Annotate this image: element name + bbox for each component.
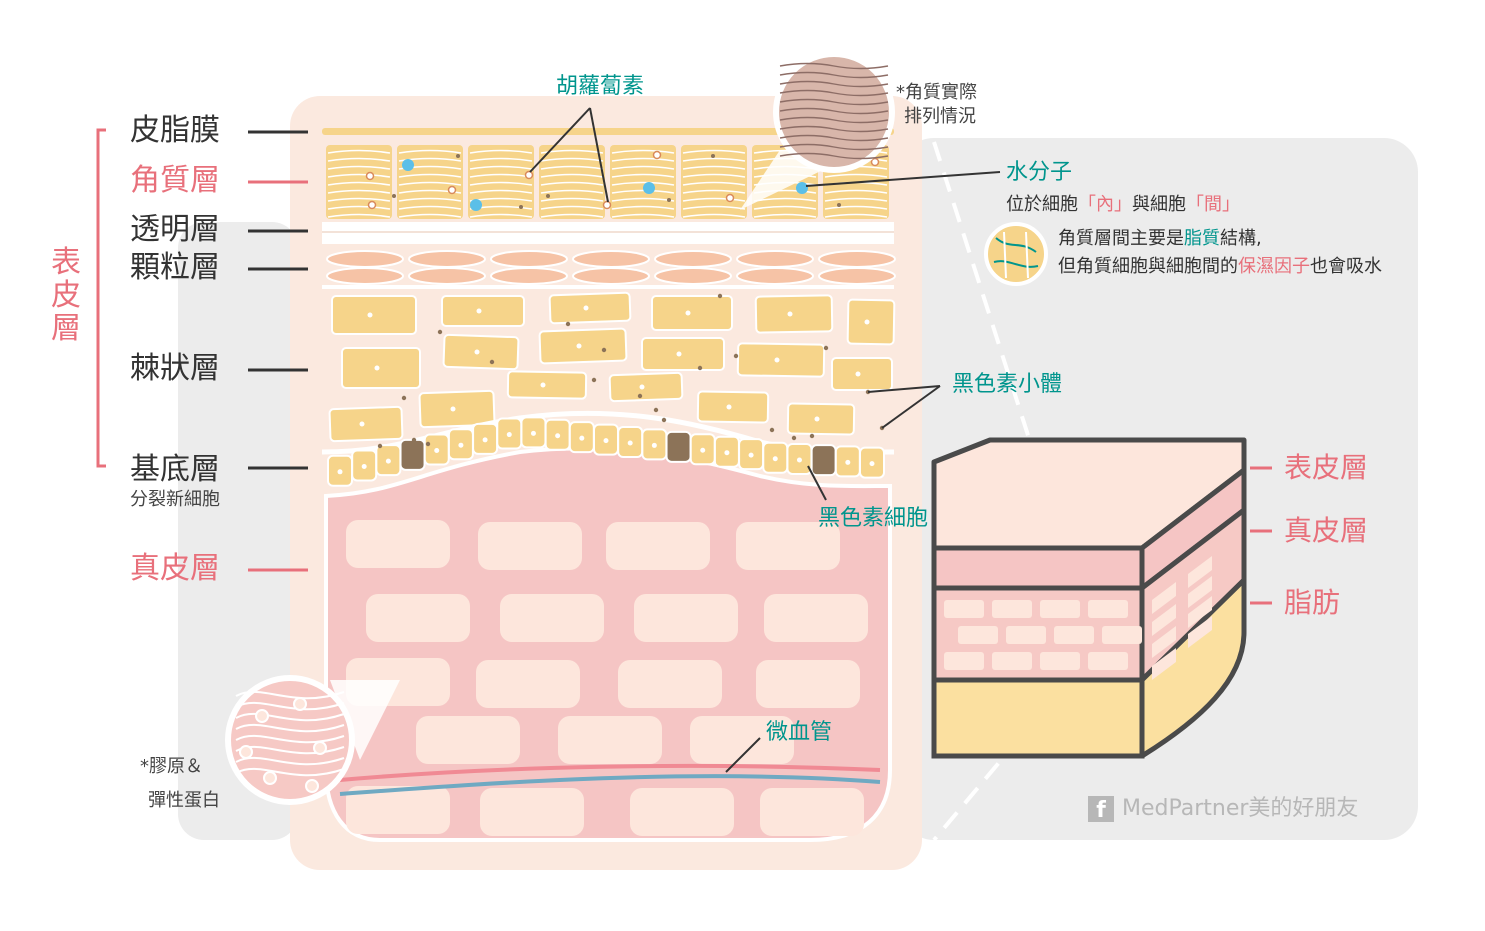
label-stratum-lucidum: 透明層 bbox=[130, 215, 220, 245]
label-water-molecule: 水分子 bbox=[1006, 162, 1072, 184]
block-label-fat: 脂肪 bbox=[1284, 589, 1340, 617]
water-location-text: 位於細胞「內」與細胞「間」 bbox=[1006, 196, 1240, 214]
label-keratin-note-1: *角質實際 bbox=[896, 84, 977, 102]
label-stratum-basale: 基底層 bbox=[130, 455, 220, 485]
label-keratin-note-2: 排列情況 bbox=[904, 108, 976, 126]
dermis-layer bbox=[326, 448, 890, 840]
facebook-icon: f bbox=[1088, 796, 1114, 822]
credit: f MedPartner美的好朋友 bbox=[1088, 796, 1358, 822]
label-melanosome: 黑色素小體 bbox=[952, 374, 1062, 396]
label-stratum-granulosum: 顆粒層 bbox=[130, 253, 220, 283]
keratin-magnifier bbox=[776, 54, 892, 170]
skin-block-3d bbox=[934, 440, 1244, 756]
lipid-text-line2: 但角質細胞與細胞間的保濕因子也會吸水 bbox=[1058, 258, 1382, 276]
label-capillary: 微血管 bbox=[766, 722, 832, 744]
label-collagen-2: 彈性蛋白 bbox=[148, 792, 220, 810]
credit-text: MedPartner美的好朋友 bbox=[1122, 798, 1358, 820]
label-stratum-corneum: 角質層 bbox=[130, 166, 220, 196]
label-melanocyte: 黑色素細胞 bbox=[818, 508, 928, 530]
label-stratum-spinosum: 棘狀層 bbox=[130, 354, 220, 384]
lipid-text-line1: 角質層間主要是脂質結構, bbox=[1058, 230, 1262, 248]
label-carotene: 胡蘿蔔素 bbox=[556, 76, 644, 98]
lipid-magnifier bbox=[986, 224, 1046, 284]
epidermis-bracket bbox=[98, 130, 106, 466]
label-dermis: 真皮層 bbox=[130, 554, 220, 584]
block-label-epidermis: 表皮層 bbox=[1284, 454, 1368, 482]
label-sebum: 皮脂膜 bbox=[130, 116, 220, 146]
label-epidermis-vertical: 表皮層 bbox=[50, 246, 82, 345]
label-stratum-basale-note: 分裂新細胞 bbox=[130, 491, 220, 509]
block-label-dermis: 真皮層 bbox=[1284, 517, 1368, 545]
label-collagen-1: *膠原＆ bbox=[140, 758, 203, 776]
